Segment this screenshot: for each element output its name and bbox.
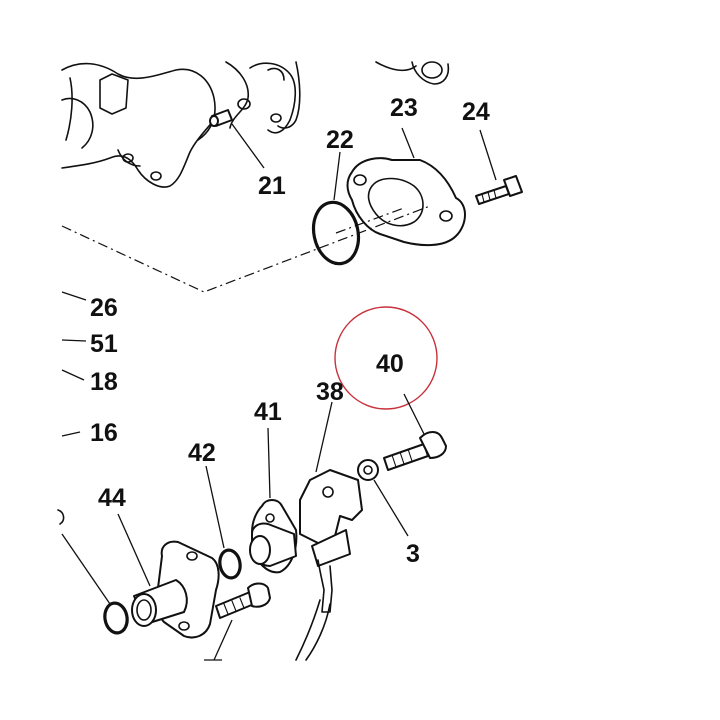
callout-23: 23	[390, 94, 418, 122]
screw-24	[475, 129, 523, 205]
callout-16: 16	[90, 419, 118, 447]
dowel-pin-21	[209, 109, 265, 169]
callout-41: 41	[254, 398, 282, 426]
callout-24: 24	[462, 98, 490, 126]
pump-housing	[61, 61, 450, 188]
callout-26: 26	[90, 294, 118, 322]
callout-3: 3	[406, 540, 420, 568]
callout-21: 21	[258, 172, 286, 200]
o-ring-42	[205, 465, 242, 580]
callout-22: 22	[326, 126, 354, 154]
callout-44: 44	[98, 484, 126, 512]
callout-18: 18	[90, 368, 118, 396]
sensor-38	[295, 401, 363, 661]
flange-gasket-23	[346, 127, 466, 247]
highlight-circle	[334, 306, 438, 410]
callout-51: 51	[90, 330, 118, 358]
washer-3	[357, 459, 409, 537]
callout-42: 42	[188, 439, 216, 467]
bolt-40	[383, 393, 447, 471]
o-ring-left	[57, 509, 129, 635]
callout-40: 40	[376, 350, 404, 378]
gasket-41	[249, 427, 298, 574]
elbow-fitting-44	[117, 513, 220, 639]
bolt-lower	[204, 582, 271, 661]
left-leaders	[61, 291, 87, 437]
callout-38: 38	[316, 378, 344, 406]
o-ring-22	[311, 151, 361, 266]
